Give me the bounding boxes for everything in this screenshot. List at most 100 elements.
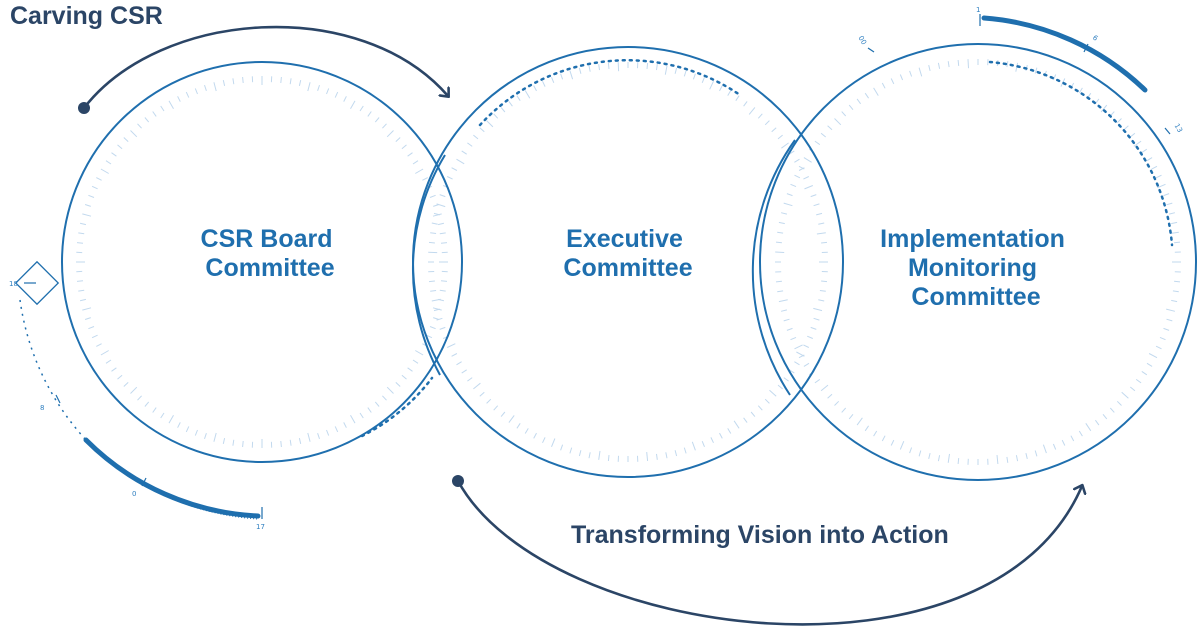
ring-tick <box>533 85 537 92</box>
ring-tick <box>841 407 847 413</box>
ring-tick <box>343 96 347 102</box>
ring-tick <box>105 160 112 165</box>
ring-tick <box>928 64 931 72</box>
ring-tick <box>1141 370 1148 376</box>
ring-tick <box>429 194 436 198</box>
ring-tick <box>569 70 574 80</box>
ring-tick <box>748 107 756 115</box>
ring-tick <box>646 62 649 69</box>
ring-tick <box>881 82 886 89</box>
ring-tick <box>367 407 372 413</box>
ring-tick <box>560 444 564 451</box>
ring-tick <box>813 203 820 207</box>
ring-tick <box>957 458 960 465</box>
ring-tick <box>967 59 969 69</box>
ring-tick <box>1146 157 1153 162</box>
ring-tick <box>1159 336 1166 341</box>
ring-tick <box>428 241 435 244</box>
ring-tick <box>451 167 458 171</box>
ring-tick <box>856 98 862 105</box>
ring-tick <box>786 193 793 197</box>
ring-tick <box>96 343 102 347</box>
ring-tick <box>91 185 98 190</box>
ring-tick <box>500 107 506 113</box>
ring-tick <box>137 395 142 401</box>
ring-tick <box>551 77 555 83</box>
ring-tick <box>232 78 235 85</box>
csr-board-label-line-2: Committee <box>205 254 334 282</box>
ring-tick <box>794 174 801 179</box>
decor-tick-label-8: 13 <box>1173 122 1184 134</box>
ring-tick <box>743 101 748 107</box>
ring-tick <box>395 137 401 142</box>
ring-tick <box>777 134 783 140</box>
ring-tick <box>551 438 556 447</box>
ring-tick <box>804 185 813 190</box>
ring-tick <box>415 168 424 174</box>
ring-tick <box>780 309 788 312</box>
ring-tick <box>401 374 407 380</box>
ring-tick <box>446 176 453 180</box>
ring-tick <box>1151 165 1158 170</box>
ring-tick <box>803 344 810 348</box>
ring-tick <box>440 242 448 244</box>
decor-gauge-left: 18 8 0 17 <box>9 260 265 531</box>
ring-tick <box>242 76 244 84</box>
ring-tick <box>777 231 784 234</box>
ring-tick <box>798 354 805 359</box>
ring-tick <box>137 123 142 129</box>
ring-tick <box>1155 174 1162 179</box>
ring-tick <box>1015 455 1019 462</box>
ring-tick <box>280 76 282 84</box>
decor-tick-label-7: 6 <box>1091 34 1100 43</box>
ring-tick <box>881 435 886 442</box>
ring-tick <box>1015 62 1019 72</box>
ring-tick <box>819 290 826 292</box>
dotted-arc-implementation-right <box>988 60 1174 247</box>
ring-tick <box>431 298 441 302</box>
ring-tick <box>407 152 413 157</box>
ring-tick <box>918 450 922 457</box>
ring-tick <box>1174 280 1181 283</box>
ring-tick <box>334 91 339 98</box>
ring-tick <box>692 73 696 80</box>
ring-tick <box>827 393 833 399</box>
ring-tick <box>786 327 793 331</box>
ring-tick <box>957 59 960 66</box>
ring-tick <box>542 437 546 444</box>
ring-tick <box>82 213 92 217</box>
ring-tick <box>533 432 537 439</box>
ring-tick <box>790 183 797 188</box>
ring-tick <box>789 150 795 155</box>
ring-tick <box>123 137 129 142</box>
ring-tick <box>350 100 356 109</box>
ring-tick <box>798 165 805 170</box>
ring-tick <box>204 84 207 91</box>
ring-tick <box>1171 299 1178 303</box>
arc-implementation-inner-left <box>751 139 796 396</box>
ring-tick <box>794 344 803 350</box>
ring-tick <box>152 111 157 117</box>
ring-tick <box>359 412 364 419</box>
ring-tick <box>1146 362 1153 367</box>
ring-tick <box>1135 378 1142 384</box>
executive-label-line-1: Executive <box>566 225 683 253</box>
ring-tick <box>769 389 777 397</box>
ring-tick <box>401 144 407 150</box>
ring-tick <box>864 425 870 432</box>
ring-tick <box>343 422 347 428</box>
ring-tick <box>1172 290 1179 293</box>
ring-tick <box>317 433 320 440</box>
circle-csr-board <box>61 61 463 463</box>
tick-rings <box>76 59 1181 465</box>
ring-tick <box>431 222 438 225</box>
ring-tick <box>789 369 795 374</box>
ring-tick <box>909 447 913 454</box>
ring-tick <box>777 384 783 390</box>
ring-tick <box>775 251 785 253</box>
csr-board-label: CSR Board Committee <box>201 225 340 282</box>
ring-tick <box>1163 193 1170 197</box>
decor-tick-label-2: 8 <box>40 404 44 412</box>
ring-tick <box>456 361 462 366</box>
implementation-label: Implementation Monitoring Committee <box>880 225 1072 311</box>
